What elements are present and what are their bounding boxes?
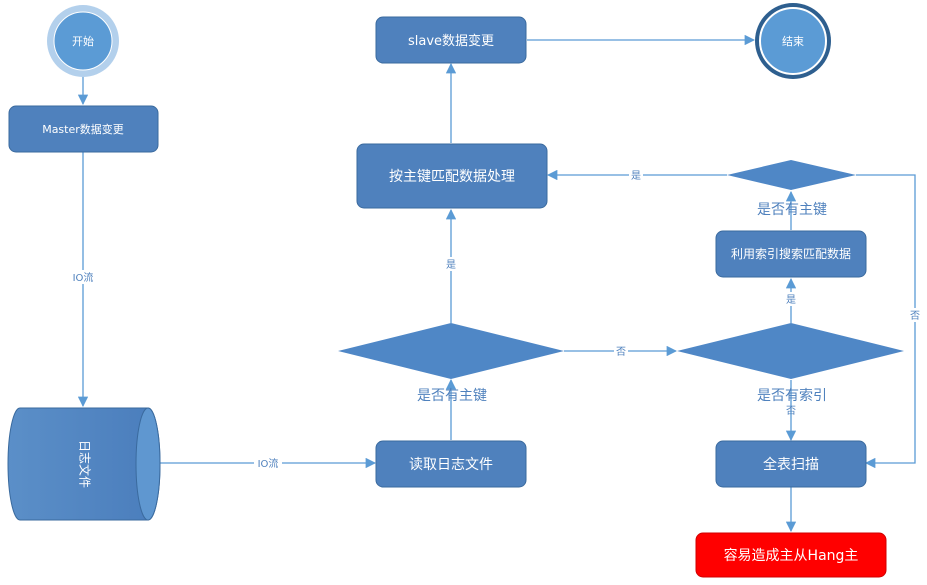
full-scan-label: 全表扫描 — [763, 456, 819, 473]
edge-pk2-to-fullscan — [856, 174, 916, 469]
read-log-node: 读取日志文件 — [375, 440, 527, 488]
label-yes-1: 是 — [446, 259, 456, 271]
label-yes-2: 是 — [786, 294, 796, 306]
label-no-2: 否 — [910, 310, 920, 322]
log-file-label: 日志文件 — [78, 440, 93, 488]
label-io-stream-1: IO流 — [73, 271, 94, 284]
hang-warning-node: 容易造成主从Hang主 — [695, 532, 887, 578]
start-label: 开始 — [72, 34, 94, 48]
label-io-stream-2: IO流 — [258, 457, 279, 470]
label-no-1: 否 — [616, 346, 626, 358]
end-label: 结束 — [782, 35, 804, 48]
log-file-node: 日志文件 — [7, 407, 161, 521]
has-pk-label-1: 是否有主键 — [417, 388, 487, 404]
match-pk-node: 按主键匹配数据处理 — [356, 143, 548, 209]
has-index-label: 是否有索引 — [757, 387, 827, 404]
label-yes-3: 是 — [631, 170, 641, 182]
has-pk-decision-1: 是否有主键 — [338, 323, 564, 404]
end-node: 结束 — [755, 3, 831, 79]
has-index-decision: 是否有索引 — [677, 323, 904, 404]
has-pk-decision-2: 是否有主键 — [727, 160, 856, 218]
has-pk-label-2: 是否有主键 — [757, 202, 827, 218]
read-log-label: 读取日志文件 — [409, 456, 493, 473]
hang-warning-label: 容易造成主从Hang主 — [724, 547, 859, 564]
master-change-label: Master数据变更 — [42, 122, 124, 136]
index-search-node: 利用索引搜索匹配数据 — [715, 230, 867, 278]
start-node: 开始 — [47, 5, 119, 77]
master-change-node: Master数据变更 — [8, 105, 159, 153]
full-scan-node: 全表扫描 — [715, 440, 867, 488]
slave-change-label: slave数据变更 — [408, 33, 494, 49]
index-search-label: 利用索引搜索匹配数据 — [731, 246, 851, 261]
match-pk-label: 按主键匹配数据处理 — [389, 169, 515, 185]
slave-change-node: slave数据变更 — [375, 16, 527, 64]
label-no-3: 否 — [786, 405, 796, 417]
